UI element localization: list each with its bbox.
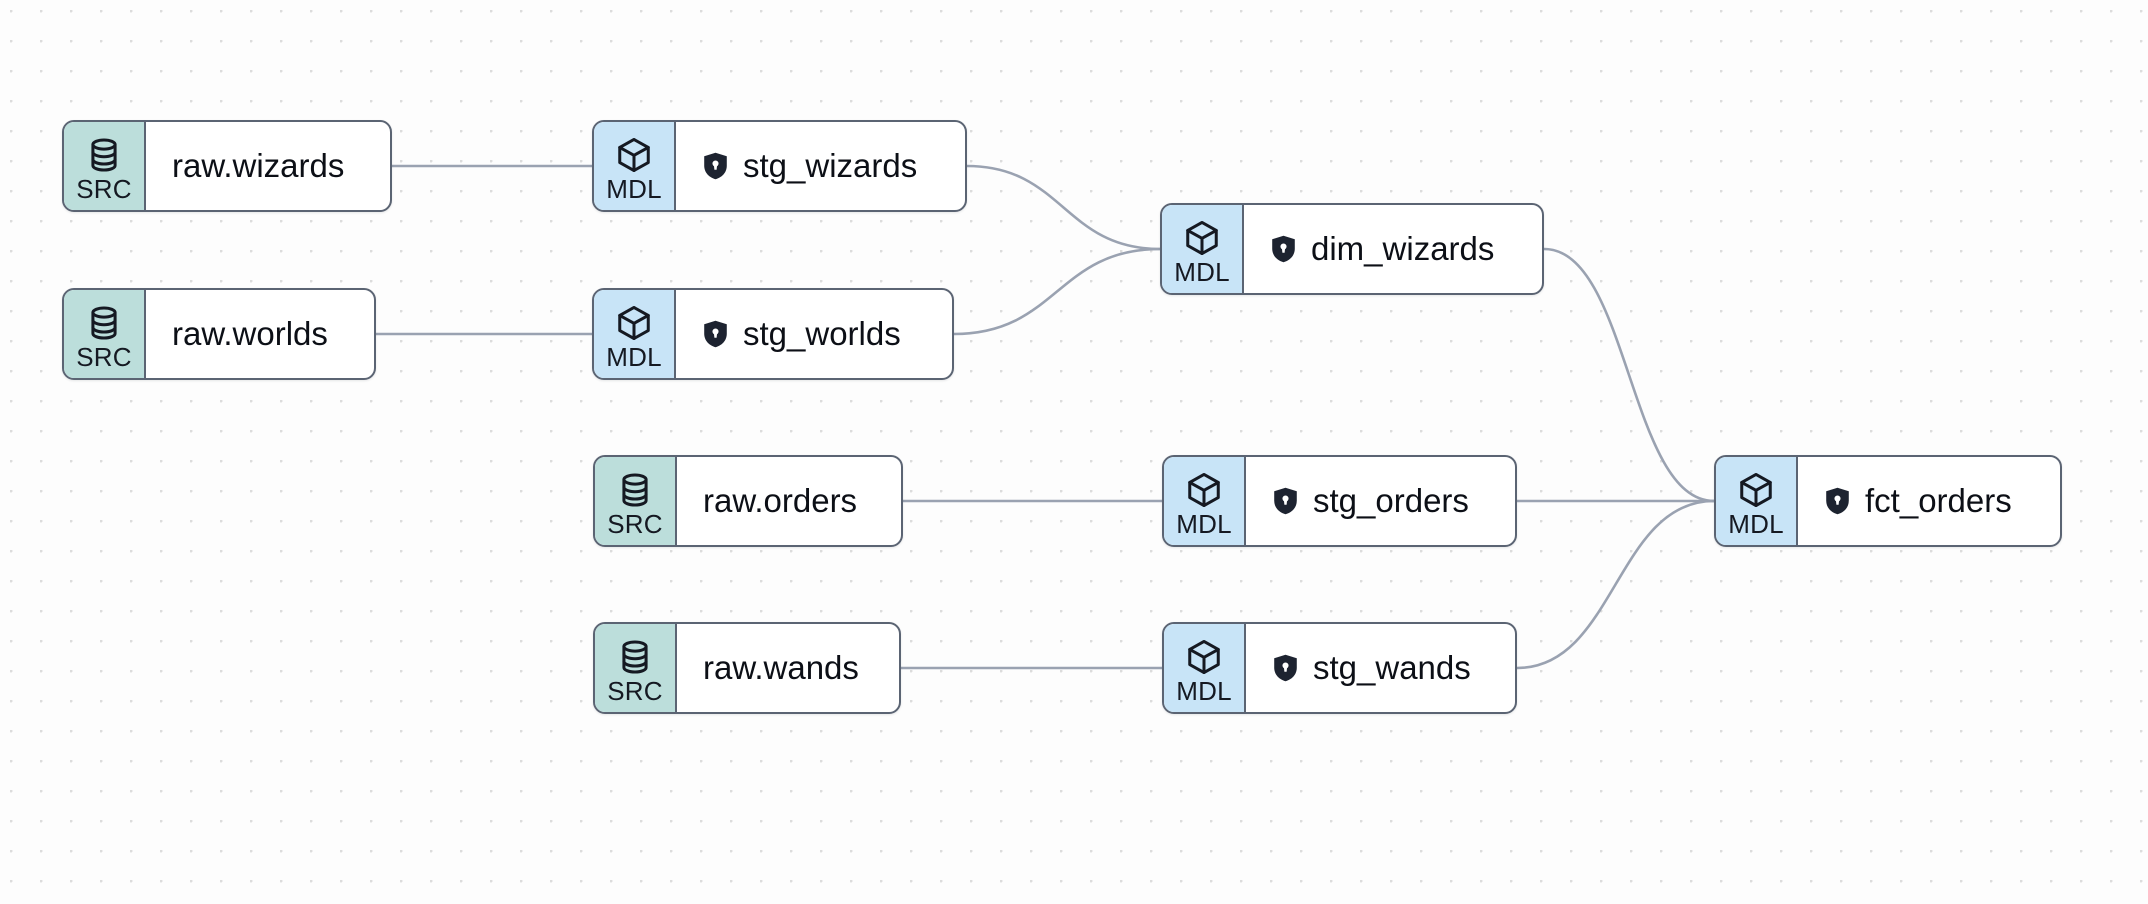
node-body-raw_wands: raw.wands	[677, 624, 899, 712]
node-label: fct_orders	[1865, 481, 2012, 519]
node-stg_wands[interactable]: MDL stg_wands	[1162, 622, 1517, 714]
node-type-badge-dim_wizards: MDL	[1162, 205, 1244, 293]
node-raw_worlds[interactable]: SRC raw.worlds	[62, 288, 376, 380]
database-icon	[85, 136, 123, 174]
node-type-badge-raw_wizards: SRC	[64, 122, 146, 210]
node-type-badge-stg_worlds: MDL	[594, 290, 676, 378]
cube-icon	[615, 304, 653, 342]
edge-stg_worlds-to-dim_wizards[interactable]	[952, 247, 1162, 336]
node-body-stg_worlds: stg_worlds	[676, 290, 952, 378]
database-icon	[85, 304, 123, 342]
node-body-fct_orders: fct_orders	[1798, 457, 2060, 545]
node-label: stg_wizards	[743, 146, 918, 184]
node-label: raw.orders	[703, 481, 858, 519]
node-body-stg_orders: stg_orders	[1246, 457, 1515, 545]
node-fct_orders[interactable]: MDL fct_orders	[1714, 455, 2062, 547]
database-icon	[616, 638, 654, 676]
shield-lock-icon	[1272, 486, 1299, 516]
edge-stg_wizards-to-dim_wizards[interactable]	[965, 164, 1162, 251]
node-type-label: MDL	[1176, 509, 1232, 539]
node-stg_worlds[interactable]: MDL stg_worlds	[592, 288, 954, 380]
database-icon	[616, 471, 654, 509]
node-type-label: MDL	[1176, 676, 1232, 706]
node-label: stg_orders	[1313, 481, 1469, 519]
node-body-dim_wizards: dim_wizards	[1244, 205, 1542, 293]
cube-icon	[615, 136, 653, 174]
node-type-badge-stg_wands: MDL	[1164, 624, 1246, 712]
node-type-label: MDL	[606, 342, 662, 372]
node-raw_wizards[interactable]: SRC raw.wizards	[62, 120, 392, 212]
node-type-badge-raw_orders: SRC	[595, 457, 677, 545]
node-stg_orders[interactable]: MDL stg_orders	[1162, 455, 1517, 547]
node-type-label: SRC	[76, 342, 132, 372]
node-type-badge-stg_orders: MDL	[1164, 457, 1246, 545]
edge-stg_wands-to-fct_orders[interactable]	[1515, 499, 1716, 670]
node-stg_wizards[interactable]: MDL stg_wizards	[592, 120, 967, 212]
node-body-raw_worlds: raw.worlds	[146, 290, 374, 378]
node-raw_wands[interactable]: SRC raw.wands	[593, 622, 901, 714]
cube-icon	[1185, 638, 1223, 676]
cube-icon	[1737, 471, 1775, 509]
node-body-raw_wizards: raw.wizards	[146, 122, 390, 210]
node-type-label: SRC	[76, 174, 132, 204]
node-type-label: SRC	[607, 509, 663, 539]
node-type-badge-fct_orders: MDL	[1716, 457, 1798, 545]
node-label: dim_wizards	[1311, 229, 1495, 267]
node-type-label: MDL	[1728, 509, 1784, 539]
node-body-stg_wizards: stg_wizards	[676, 122, 965, 210]
node-type-label: SRC	[607, 676, 663, 706]
node-label: raw.wands	[703, 648, 859, 686]
shield-lock-icon	[702, 319, 729, 349]
shield-lock-icon	[702, 151, 729, 181]
node-type-badge-raw_wands: SRC	[595, 624, 677, 712]
node-label: raw.wizards	[172, 146, 345, 184]
cube-icon	[1183, 219, 1221, 257]
shield-lock-icon	[1270, 234, 1297, 264]
node-type-label: MDL	[606, 174, 662, 204]
edge-dim_wizards-to-fct_orders[interactable]	[1542, 247, 1716, 503]
shield-lock-icon	[1824, 486, 1851, 516]
node-body-raw_orders: raw.orders	[677, 457, 901, 545]
shield-lock-icon	[1272, 653, 1299, 683]
node-dim_wizards[interactable]: MDL dim_wizards	[1160, 203, 1544, 295]
node-raw_orders[interactable]: SRC raw.orders	[593, 455, 903, 547]
node-type-badge-stg_wizards: MDL	[594, 122, 676, 210]
node-label: stg_wands	[1313, 648, 1471, 686]
node-type-badge-raw_worlds: SRC	[64, 290, 146, 378]
node-label: raw.worlds	[172, 314, 328, 352]
node-type-label: MDL	[1174, 257, 1230, 287]
node-label: stg_worlds	[743, 314, 901, 352]
node-body-stg_wands: stg_wands	[1246, 624, 1515, 712]
cube-icon	[1185, 471, 1223, 509]
